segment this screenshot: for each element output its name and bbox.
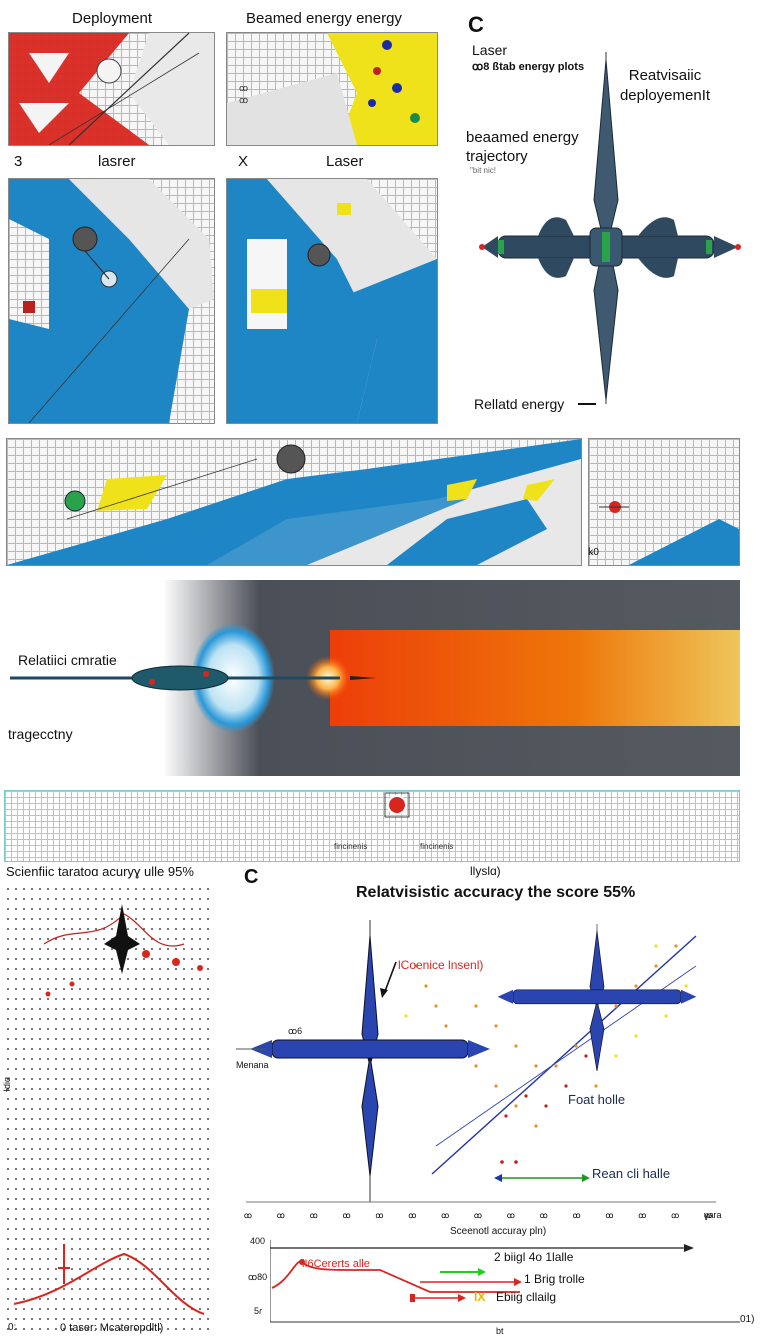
bottom-left-ylabel: ɫdiɑ xyxy=(2,1077,12,1092)
left-small-label: ꝏ6 xyxy=(288,1026,303,1036)
spacecraft-top xyxy=(478,40,758,420)
lower-y-top: 400 xyxy=(250,1236,266,1246)
lower-red-label: lI6Cererts alle xyxy=(302,1258,370,1270)
left-label-menana: Menana xyxy=(236,1060,269,1070)
x-tick-label: ꝏ xyxy=(638,1211,646,1220)
x-tick-label: ꝏ xyxy=(244,1211,252,1220)
label-small-note: "bit nic! xyxy=(470,166,496,175)
legend-1: 2 biigl 4o 1lalle xyxy=(494,1250,574,1264)
cyan-label-a: fincinenis xyxy=(334,842,368,851)
bottom-left-plot xyxy=(4,884,214,1334)
svg-text:ꝏ: ꝏ xyxy=(239,96,248,106)
x-tick-label: ꝏ xyxy=(704,1211,712,1220)
x-tick-label: ꝏ xyxy=(277,1211,285,1220)
lower-y-bot: 5ɾ xyxy=(254,1306,263,1316)
label-x: X xyxy=(238,153,249,170)
column-label: llyslɑ) xyxy=(470,864,501,878)
label-tragecctny: tragecctny xyxy=(8,726,73,742)
x-tick-label: ꝏ xyxy=(605,1211,613,1220)
label-energy-plots: ꝏ8 ßtab energy plots xyxy=(472,61,585,73)
bottom-left-xlabel: 0 taser: Mcateropdltl) xyxy=(60,1322,164,1334)
grid-deployment xyxy=(8,32,215,146)
grid-laser xyxy=(226,178,438,424)
cyan-label-b: fincinenis xyxy=(420,842,454,851)
x-tick-label: ꝏ xyxy=(408,1211,416,1220)
x-unit-label: ɣara xyxy=(704,1210,722,1220)
lower-chart xyxy=(270,1240,740,1324)
label-relatiici: Relatiici cmratie xyxy=(18,652,117,668)
grid-beamed-energy: ꝏ ꝏ xyxy=(226,32,438,146)
lower-corner: 01) xyxy=(740,1314,755,1325)
label-lasrer: lasrer xyxy=(98,153,136,170)
legend-2: 1 Brig trolle xyxy=(524,1272,585,1286)
x-axis-title: Sceenotl accuray pln) xyxy=(450,1226,547,1237)
grid-strip-wide xyxy=(6,438,582,566)
x-tick-label: ꝏ xyxy=(342,1211,350,1220)
bottom-left-corner: 0: xyxy=(8,1322,17,1333)
label-beamed-trajectory: beaamed energy trajectory xyxy=(466,129,579,165)
x-tick-label: ꝏ xyxy=(375,1211,383,1220)
x-tick-label: ꝏ xyxy=(671,1211,679,1220)
lower-x-label: bt xyxy=(496,1326,504,1336)
label-3: 3 xyxy=(14,153,23,170)
bottom-left-title: Scienfiic taratoɑ acuryɣ ulle 95% xyxy=(6,864,194,879)
grid-strip-small xyxy=(588,438,740,566)
bottom-right-diagram xyxy=(236,906,736,1210)
lower-y-mid: ꝏ80 xyxy=(248,1272,268,1282)
x-tick-label: ꝏ xyxy=(572,1211,580,1220)
grid-lasrer xyxy=(8,178,215,424)
x-tick-label: ꝏ xyxy=(507,1211,515,1220)
panel-letter-c-bottom: C xyxy=(244,866,259,888)
annotation-red: lCoenice lnsenl) xyxy=(398,958,484,972)
x-tick-label: ꝏ xyxy=(310,1211,318,1220)
label-related-energy: Rellatd energy xyxy=(474,396,565,412)
x-tick-label: ꝏ xyxy=(474,1211,482,1220)
legend-3-mark: lX xyxy=(474,1290,486,1304)
cyan-grid-strip xyxy=(4,790,740,862)
label-laser-top: Laser xyxy=(472,42,508,58)
title-deployment: Deployment xyxy=(72,10,153,27)
beam-panel xyxy=(0,580,740,776)
x-tick-label: ꝏ xyxy=(441,1211,449,1220)
label-rean-halle: Rean cli halle xyxy=(592,1166,671,1181)
label-laser: Laser xyxy=(326,153,364,170)
x-tick-label: ꝏ xyxy=(540,1211,548,1220)
label-relativistic-deployment: Reatvisaiic deployemenIt xyxy=(619,67,711,104)
bottom-right-title: Relatvisistic accuracy the score 55% xyxy=(356,884,636,901)
strip-corner-label: ꝃ0 xyxy=(588,547,599,558)
legend-3: Ebiig cllailg xyxy=(496,1290,557,1304)
panel-letter-c-top: C xyxy=(468,12,484,37)
label-foat-holle: Foat holle xyxy=(568,1092,626,1107)
svg-text:ꝏ: ꝏ xyxy=(239,84,248,94)
title-beamed-energy: Beamed energy energy xyxy=(246,10,402,27)
